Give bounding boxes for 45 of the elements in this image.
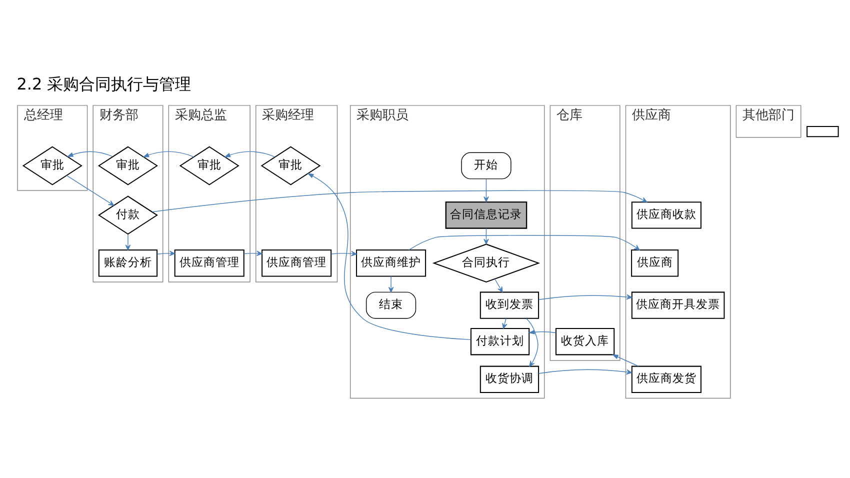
arrow (528, 330, 556, 334)
node-box: 供应商管理 (174, 250, 244, 277)
arrow (244, 250, 262, 256)
arrow (484, 178, 489, 202)
node-box: 供应商发货 (631, 366, 702, 393)
node-box: 账龄分析 (98, 250, 158, 277)
node-diamond: 审批 (98, 146, 158, 186)
arrow (484, 228, 489, 244)
node-diamond: 付款 (98, 196, 158, 235)
node-box: 收货协调 (480, 366, 540, 393)
node-box: 其他部门 (736, 105, 802, 138)
node-box: 供应商 (631, 250, 679, 277)
node-box: 供应商管理 (262, 250, 332, 277)
node-box: 合同信息记录 (445, 202, 528, 229)
node-diamond: 审批 (260, 146, 321, 186)
arrow (538, 369, 632, 375)
arrow (66, 175, 114, 206)
node-box: 收货入库 (555, 328, 615, 356)
node-box: 结束 (366, 292, 416, 319)
node-diamond: 审批 (22, 146, 82, 186)
node-box: 供应商收款 (631, 202, 702, 229)
node-box: 收到发票 (480, 292, 540, 319)
node-box: 付款计划 (470, 328, 530, 356)
arrow (330, 250, 357, 256)
arrow (388, 276, 394, 293)
node-diamond: 合同执行 (432, 244, 540, 283)
arrow (538, 294, 632, 300)
arrow (408, 235, 640, 250)
arrow (152, 190, 648, 212)
arrow (224, 151, 276, 158)
arrow (125, 234, 131, 250)
arrow (307, 173, 472, 340)
arrow (494, 278, 503, 293)
arrow (156, 250, 176, 256)
arrow (526, 318, 538, 367)
diagram-title: 2.2 采购合同执行与管理 (16, 74, 192, 94)
arrow (66, 151, 114, 157)
arrow (612, 354, 639, 367)
node-box: 供应商开具发票 (631, 292, 725, 319)
node-box: 开始 (461, 152, 512, 180)
arrow (502, 318, 508, 329)
node-diamond: 审批 (179, 146, 240, 186)
node-box (806, 126, 839, 138)
arrow (142, 151, 194, 158)
node-box: 供应商维护 (356, 250, 426, 277)
